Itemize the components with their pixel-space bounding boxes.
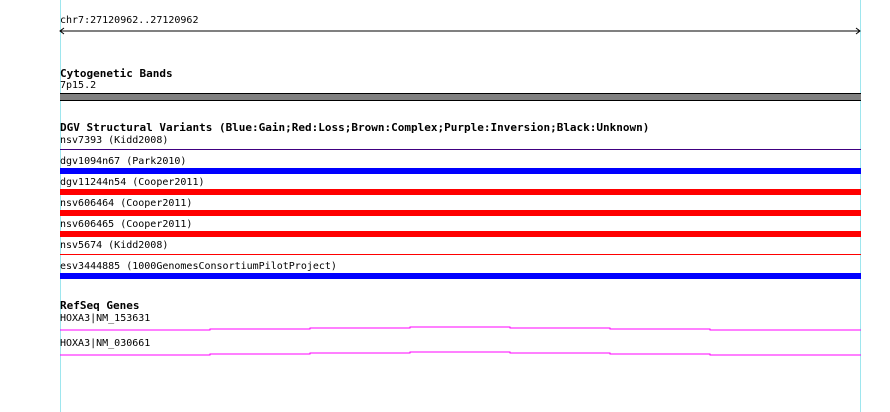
- right-guide-line: [860, 0, 861, 412]
- cyto-band-label: 7p15.2: [60, 80, 97, 91]
- gene-line-2: [60, 351, 861, 356]
- variant-label[interactable]: dgv1094n67 (Park2010): [60, 156, 187, 167]
- variant-label[interactable]: nsv5674 (Kidd2008): [60, 240, 169, 251]
- variant-bar[interactable]: [60, 231, 861, 237]
- variant-bar[interactable]: [60, 210, 861, 216]
- variant-bar[interactable]: [60, 273, 861, 279]
- track-title-dgv: DGV Structural Variants (Blue:Gain;Red:L…: [60, 121, 650, 134]
- variant-bar[interactable]: [60, 189, 861, 195]
- variant-label[interactable]: nsv7393 (Kidd2008): [60, 135, 169, 146]
- variant-bar[interactable]: [60, 168, 861, 174]
- gene-label[interactable]: HOXA3|NM_030661: [60, 338, 151, 349]
- variant-label[interactable]: dgv11244n54 (Cooper2011): [60, 177, 205, 188]
- track-title-refseq: RefSeq Genes: [60, 299, 140, 312]
- location-label: chr7:27120962..27120962: [60, 15, 199, 26]
- variant-label[interactable]: esv3444885 (1000GenomesConsortiumPilotPr…: [60, 261, 337, 272]
- right-arrow-icon: [855, 27, 861, 35]
- variant-bar[interactable]: [60, 149, 861, 150]
- track-title-cytogenetic: Cytogenetic Bands: [60, 67, 173, 80]
- variant-label[interactable]: nsv606464 (Cooper2011): [60, 198, 193, 209]
- left-arrow-icon: [59, 27, 65, 35]
- variant-label[interactable]: nsv606465 (Cooper2011): [60, 219, 193, 230]
- left-guide-line: [60, 0, 61, 412]
- cyto-band-bar[interactable]: [60, 93, 861, 101]
- variant-bar[interactable]: [60, 254, 861, 255]
- gene-label[interactable]: HOXA3|NM_153631: [60, 313, 151, 324]
- gene-line-1: [60, 326, 861, 331]
